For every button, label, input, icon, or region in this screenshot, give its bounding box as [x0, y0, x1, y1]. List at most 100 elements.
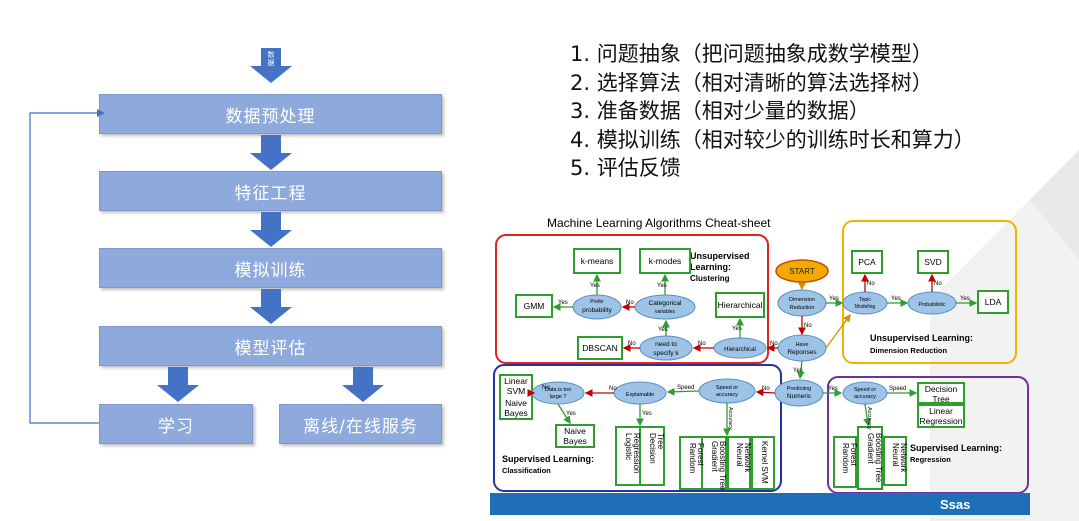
- svg-text:accuracy: accuracy: [854, 394, 876, 400]
- explainable-decision: Explainable: [626, 392, 654, 398]
- decision-tree-reg-box: Decision: [925, 384, 958, 394]
- hierarchical-decision: Hierarchical: [724, 347, 756, 353]
- down-arrow: [250, 135, 292, 170]
- step-evaluation: 模型评估: [99, 326, 442, 366]
- svg-text:Speed: Speed: [889, 386, 906, 392]
- dbscan-box: DBSCAN: [582, 343, 617, 353]
- footer-bar: [490, 493, 1030, 515]
- svg-text:Tree: Tree: [656, 433, 665, 450]
- svg-text:SVM: SVM: [507, 386, 525, 396]
- svg-text:probability: probability: [582, 307, 612, 314]
- svg-text:No: No: [626, 300, 634, 306]
- svg-text:No: No: [542, 385, 550, 391]
- classification-region: [493, 364, 782, 492]
- svg-text:No: No: [770, 341, 778, 347]
- topic-modeling-decision: Topic: [859, 297, 871, 303]
- classification-label: Supervised Learning:: [502, 454, 594, 464]
- down-arrow: [250, 212, 292, 247]
- linear-svm-box: Linear: [504, 376, 528, 386]
- svg-text:Regression: Regression: [920, 416, 963, 426]
- svg-text:No: No: [609, 386, 617, 392]
- hierarchical-box: Hierarchical: [718, 300, 763, 310]
- decision-tree-box: Decision: [648, 433, 657, 464]
- svg-text:Classification: Classification: [502, 466, 551, 475]
- step-preprocess: 数据预处理: [99, 94, 442, 134]
- sas-logo: Ssas: [940, 497, 970, 512]
- gbt-reg-box: Gradient: [866, 433, 875, 464]
- svg-text:Yes: Yes: [642, 411, 652, 417]
- svg-text:Dimension Reduction: Dimension Reduction: [870, 346, 948, 355]
- svg-text:Bayes: Bayes: [563, 436, 587, 446]
- probabilistic-decision: Probabilistic: [919, 302, 946, 308]
- kmeans-box: k-means: [581, 256, 614, 266]
- svg-text:Boosting Tree: Boosting Tree: [874, 433, 883, 483]
- svg-text:No: No: [867, 281, 875, 287]
- random-forest-box: Random: [688, 443, 697, 474]
- need-k-decision: need to: [655, 341, 677, 348]
- input-label: 数: [268, 50, 275, 59]
- svg-text:Yes: Yes: [657, 283, 667, 289]
- output-service: 离线/在线服务: [279, 404, 442, 444]
- pca-box: PCA: [858, 257, 876, 267]
- data-large-decision: Data is too: [545, 387, 571, 393]
- svg-text:Forest: Forest: [849, 443, 858, 466]
- svg-text:Learning:: Learning:: [690, 262, 731, 272]
- list-item: 5. 评估反馈: [570, 156, 681, 180]
- svg-text:No: No: [934, 281, 942, 287]
- svg-text:Boosting Tree: Boosting Tree: [718, 441, 727, 491]
- regression-label: Supervised Learning:: [910, 443, 1002, 453]
- down-arrow-left: [157, 367, 199, 402]
- svg-text:Naive: Naive: [505, 398, 527, 408]
- svg-text:Yes: Yes: [658, 327, 668, 333]
- svg-text:Forest: Forest: [696, 443, 705, 466]
- svg-text:Clustering: Clustering: [690, 274, 730, 283]
- neural-network-reg-box: Neural: [891, 443, 900, 467]
- svg-text:Yes: Yes: [960, 296, 970, 302]
- svg-text:No: No: [628, 341, 636, 347]
- list-item: 1. 问题抽象（把问题抽象成数学模型）: [570, 42, 933, 66]
- svg-text:large ?: large ?: [550, 394, 567, 400]
- list-item: 2. 选择算法（相对清晰的算法选择树）: [570, 70, 933, 95]
- categorical-decision: Categorical: [649, 300, 682, 307]
- gmm-box: GMM: [524, 301, 545, 311]
- step-list: 1. 问题抽象（把问题抽象成数学模型） 2. 选择算法（相对清晰的算法选择树） …: [570, 40, 975, 183]
- have-responses-decision: Have: [796, 342, 809, 348]
- svg-text:No: No: [804, 323, 812, 329]
- list-item: 4. 模拟训练（相对较少的训练时长和算力）: [570, 127, 975, 152]
- svg-text:Yes: Yes: [732, 326, 742, 332]
- speed-accuracy-reg-decision: Speed or: [854, 387, 876, 393]
- svg-text:variables: variables: [655, 309, 676, 315]
- clustering-label: Unsupervised: [690, 251, 750, 261]
- svg-text:Tree: Tree: [932, 394, 949, 404]
- svg-text:No: No: [762, 386, 770, 392]
- naive-bayes-box: Naive: [564, 426, 586, 436]
- dimension-region: [842, 220, 1017, 364]
- svd-box: SVD: [924, 257, 941, 267]
- speed-accuracy-class-decision: Speed or: [716, 385, 738, 391]
- predicting-numeric-decision: Predicting: [787, 386, 811, 392]
- svg-text:Yes: Yes: [828, 386, 838, 392]
- down-arrow-right: [342, 367, 384, 402]
- svg-text:Network: Network: [899, 443, 908, 473]
- svg-text:Accuracy: Accuracy: [866, 407, 872, 430]
- svg-text:Regression: Regression: [910, 455, 951, 464]
- step-feature-engineering: 特征工程: [99, 171, 442, 211]
- svg-text:Modeling: Modeling: [855, 304, 876, 310]
- svg-text:Speed: Speed: [677, 385, 694, 391]
- svg-text:Yes: Yes: [891, 296, 901, 302]
- svg-text:Numeric: Numeric: [787, 393, 812, 400]
- svg-text:Regression: Regression: [632, 433, 641, 473]
- svg-text:No: No: [698, 341, 706, 347]
- kernel-svm-box: Kernel SVM: [760, 441, 769, 484]
- svg-text:Reponses: Reponses: [787, 349, 817, 356]
- dimension-reduction-decision: Dimension: [789, 297, 815, 303]
- lda-box: LDA: [985, 297, 1002, 307]
- clustering-region: [495, 234, 769, 364]
- list-item: 3. 准备数据（相对少量的数据）: [570, 99, 870, 123]
- svg-text:START: START: [789, 267, 815, 276]
- kmodes-box: k-modes: [649, 256, 682, 266]
- svg-text:Yes: Yes: [558, 300, 568, 306]
- svg-text:Yes: Yes: [566, 411, 576, 417]
- svg-text:Yes: Yes: [590, 283, 600, 289]
- svg-text:据: 据: [268, 58, 275, 67]
